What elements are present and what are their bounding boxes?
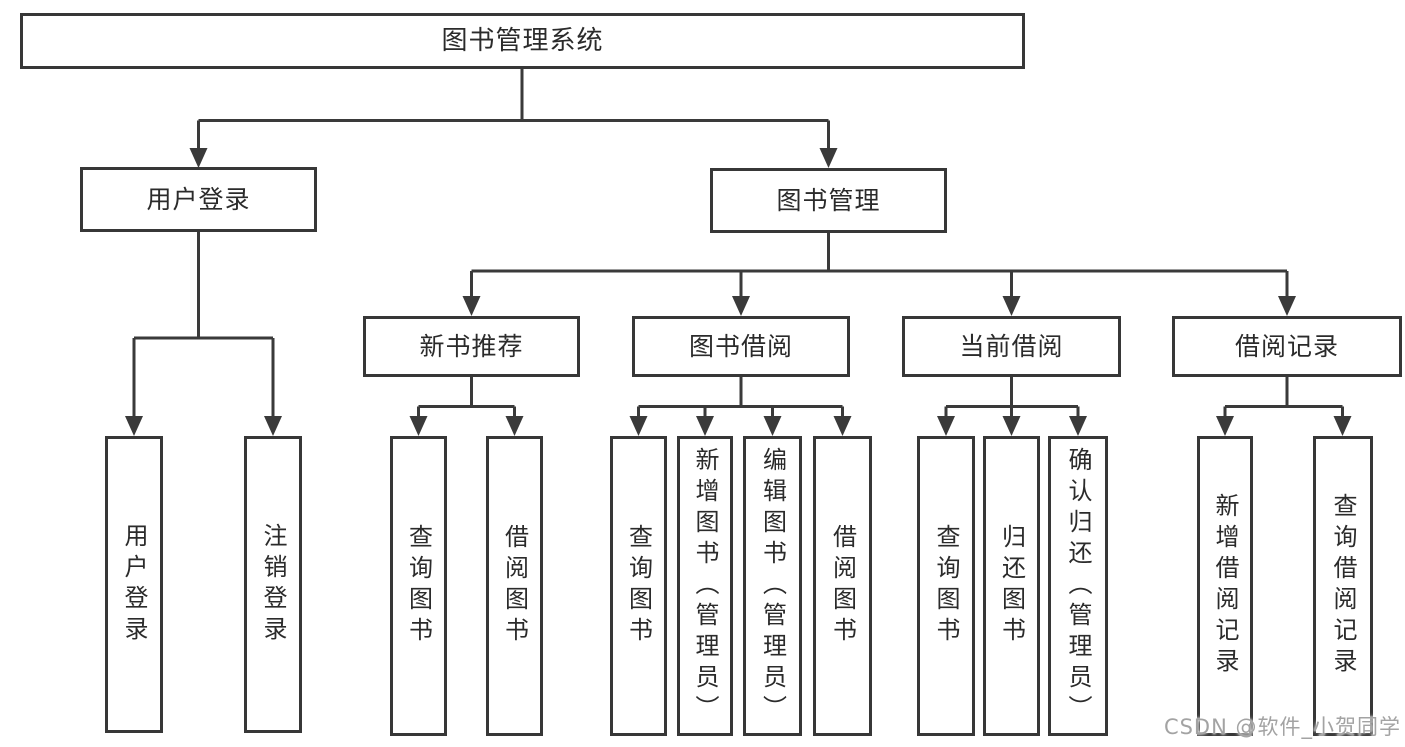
csdn-watermark: CSDN @软件_小贺同学 xyxy=(1163,715,1401,739)
leaf-query-borrow-record: 查询借阅记录 xyxy=(1313,436,1373,736)
leaf-query-books-1: 查询图书 xyxy=(390,436,447,736)
leaf-user-login: 用户登录 xyxy=(105,436,163,733)
leaf-borrow-books-1: 借阅图书 xyxy=(486,436,543,736)
node-book-mgmt: 图书管理 xyxy=(710,168,947,233)
leaf-logout: 注销登录 xyxy=(244,436,302,733)
leaf-return-books: 归还图书 xyxy=(983,436,1040,736)
leaf-borrow-books-2: 借阅图书 xyxy=(813,436,872,736)
node-root: 图书管理系统 xyxy=(20,13,1025,69)
leaf-add-books-admin: 新增图书（管理员） xyxy=(677,436,733,736)
node-current-borrow: 当前借阅 xyxy=(902,316,1121,377)
node-user-login: 用户登录 xyxy=(80,167,317,232)
leaf-query-books-3: 查询图书 xyxy=(917,436,975,736)
leaf-edit-books-admin: 编辑图书（管理员） xyxy=(743,436,802,736)
node-book-borrow: 图书借阅 xyxy=(632,316,850,377)
arrowheads xyxy=(125,148,1352,436)
node-new-books: 新书推荐 xyxy=(363,316,580,377)
node-borrow-records: 借阅记录 xyxy=(1172,316,1402,377)
leaf-confirm-return-admin: 确认归还（管理员） xyxy=(1048,436,1108,736)
leaf-query-books-2: 查询图书 xyxy=(610,436,667,736)
leaf-add-borrow-record: 新增借阅记录 xyxy=(1197,436,1253,736)
